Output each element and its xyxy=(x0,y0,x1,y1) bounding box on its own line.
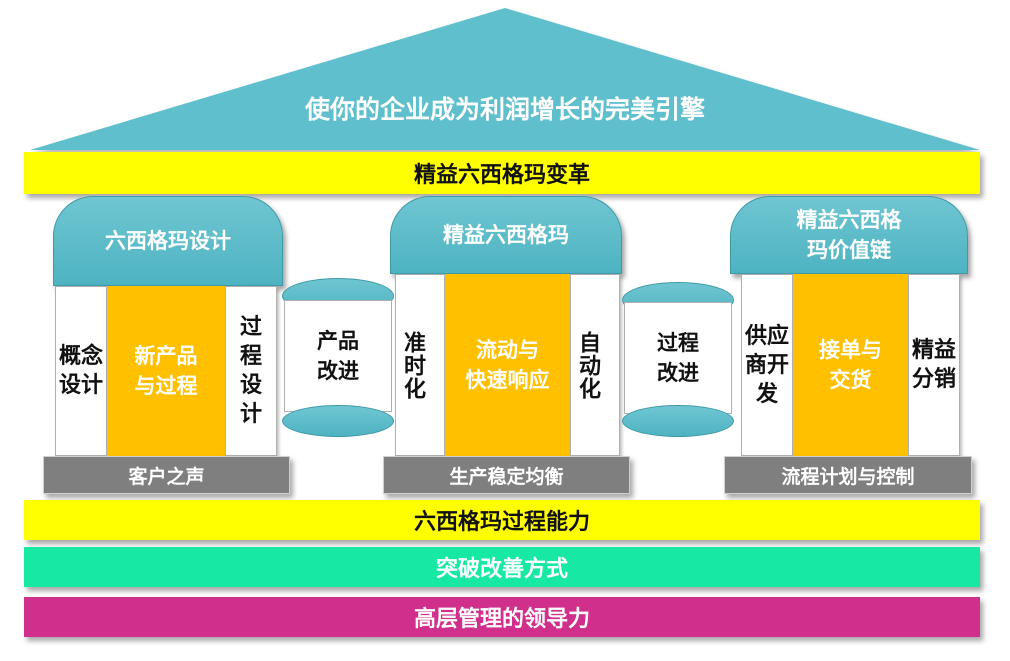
pillar-3-head: 精益六西格 玛价值链 xyxy=(730,196,968,274)
pillar-2-head-text: 精益六西格玛 xyxy=(443,223,569,247)
pillar-1-right-line-1: 过程 xyxy=(239,315,262,369)
pillar-3-center: 接单与 交货 xyxy=(793,274,908,456)
pillar-3-left-line-1: 供应 xyxy=(744,323,789,349)
pillar-2-center-line-2: 快速响应 xyxy=(465,368,550,392)
roof-shape xyxy=(30,8,980,150)
band-breakthrough-improvement: 突破改善方式 xyxy=(24,547,980,587)
pillar-3-head-line-1: 精益六西格 xyxy=(796,208,902,232)
pillar-2-center-line-1: 流动与 xyxy=(476,338,539,362)
band-leadership: 高层管理的领导力 xyxy=(24,597,980,637)
connector-2-line-2: 改进 xyxy=(657,361,699,385)
band-lean-six-sigma-transformation: 精益六西格玛变革 xyxy=(24,152,980,194)
connector-2-bottom xyxy=(622,405,734,437)
pillar-1-left-lines: 概念设计 xyxy=(56,287,106,455)
roof-title: 使你的企业成为利润增长的完美引擎 xyxy=(304,95,705,124)
pillar-3-center-line-1: 接单与 xyxy=(819,338,882,362)
connector-1-body: 产品 改进 xyxy=(284,300,392,412)
pillar-1-center-line-1: 新产品 xyxy=(134,344,198,368)
pillar-2-center: 流动与 快速响应 xyxy=(445,274,570,456)
pillar-1-center-line-2: 与过程 xyxy=(134,374,198,398)
pillar-2-left-text: 准时化 xyxy=(400,330,425,400)
pillar-1-base: 客户之声 xyxy=(43,456,290,494)
pillar-3-right-line-2: 分销 xyxy=(911,367,956,392)
pillar-3-right-line-1: 精益 xyxy=(911,338,956,363)
band-six-sigma-process-capability: 六西格玛过程能力 xyxy=(24,500,980,540)
pillar-2-right-column: 自动化 xyxy=(570,274,620,456)
pillar-1-left-text: 概念设计 xyxy=(55,286,107,456)
pillar-3-left-column: 供应 商开 发 xyxy=(741,274,793,456)
pillar-3-left-line-3: 发 xyxy=(755,381,778,407)
pillar-3-base: 流程计划与控制 xyxy=(724,456,972,494)
pillar-1-right-line-2: 设计 xyxy=(239,373,262,427)
pillar-3-right-column: 精益 分销 xyxy=(908,274,960,456)
pillar-1-head: 六西格玛设计 xyxy=(53,196,283,286)
pillar-1-center: 新产品 与过程 xyxy=(107,286,225,456)
pillar-3-head-line-2: 玛价值链 xyxy=(807,238,891,262)
pillar-3-center-line-2: 交货 xyxy=(829,368,872,392)
connector-2-line-1: 过程 xyxy=(657,331,699,355)
pillar-2-left-column: 准时化 xyxy=(395,274,445,456)
pillar-3-left-line-2: 商开 xyxy=(744,352,789,378)
pillar-1-right-column: 过程 设计 xyxy=(225,286,277,456)
pillar-1-left-line-2: 设计 xyxy=(58,373,103,398)
connector-2-body: 过程 改进 xyxy=(624,302,732,414)
pillar-1-head-text: 六西格玛设计 xyxy=(105,229,231,253)
pillar-2-base: 生产稳定均衡 xyxy=(383,456,630,494)
pillar-2-right-text: 自动化 xyxy=(575,330,600,400)
pillar-1-left-line-1: 概念 xyxy=(58,344,103,369)
connector-1-line-2: 改进 xyxy=(317,359,359,383)
connector-1-bottom xyxy=(282,405,394,437)
connector-1-line-1: 产品 xyxy=(317,329,359,353)
pillar-2-head: 精益六西格玛 xyxy=(390,196,622,274)
